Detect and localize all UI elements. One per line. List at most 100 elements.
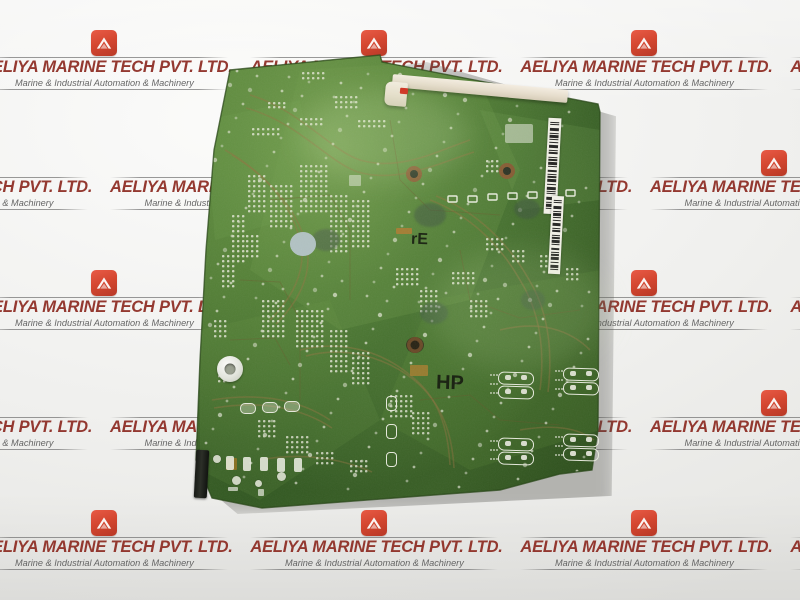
watermark-subtitle: Marine & Industrial Automation & Machine… [14, 558, 194, 568]
watermark-title: AELIYA MARINE TECH PVT. LTD. [650, 418, 800, 436]
mountain-chevron-logo-icon [631, 510, 658, 536]
silkscreen-component-outline [562, 367, 600, 382]
silkscreen-dot [490, 449, 492, 451]
watermark-rule-bottom [520, 569, 769, 570]
watermark-rule-bottom [0, 329, 229, 330]
silkscreen-dot [496, 392, 498, 394]
mountain-chevron-logo-icon [91, 270, 118, 296]
watermark-rule-bottom [0, 569, 229, 570]
watermark-subtitle: Marine & Industrial Automation & Machine… [684, 198, 800, 208]
watermark-rule-top [0, 297, 229, 298]
watermark-tile: AELIYA MARINE TECH PVT. LTD.Marine & Ind… [790, 30, 800, 90]
watermark-tile: AELIYA MARINE TECH PVT. LTD.Marine & Ind… [0, 390, 92, 450]
watermark-rule-bottom [250, 569, 499, 570]
silkscreen-component-outline [497, 385, 535, 400]
barcode-bar [547, 178, 557, 183]
barcode-bar [550, 256, 559, 260]
solder-pad [206, 172, 210, 176]
watermark-rule-bottom [0, 89, 229, 90]
silkscreen-component-outline [386, 452, 397, 467]
silkscreen-dot [561, 388, 563, 390]
watermark-title: AELIYA MARINE TECH PVT. LTD. [0, 538, 233, 556]
barcode-bar [549, 141, 559, 144]
silkscreen-dot [555, 445, 557, 447]
through-hole-pad [585, 436, 593, 443]
silkscreen-component-outline [497, 437, 535, 452]
silkscreen-dot [555, 436, 557, 438]
oval-pad [240, 403, 256, 414]
silkscreen-dot [561, 370, 563, 372]
barcode-bar [553, 210, 562, 213]
watermark-rule-bottom [650, 209, 800, 210]
through-hole-pad [520, 454, 528, 461]
silkscreen-dot [496, 440, 498, 442]
barcode-bar [550, 261, 559, 264]
barcode-bar [548, 145, 559, 149]
watermark-title: AELIYA MARINE TECH PVT. LTD. [520, 538, 773, 556]
through-hole-pad [277, 472, 286, 481]
connector-pin-pad [277, 457, 285, 472]
silkscreen-dot [493, 374, 495, 376]
watermark-rule-top [790, 297, 800, 298]
silkscreen-component-outline [497, 371, 535, 386]
silkscreen-dot [561, 454, 563, 456]
watermark-rule-bottom [650, 449, 800, 450]
through-hole-pad [585, 384, 593, 391]
watermark-title: AELIYA MARINE TECH PVT. LTD. [650, 178, 800, 196]
edge-connector [193, 449, 210, 499]
silkscreen-dot [493, 458, 495, 460]
watermark-rule-top [520, 537, 769, 538]
silkscreen-block [505, 124, 533, 143]
solder-pad [561, 77, 565, 81]
watermark-tile: AELIYA MARINE TECH PVT. LTD.Marine & Ind… [0, 270, 233, 330]
silkscreen-component-outline [527, 191, 538, 199]
mountain-chevron-logo-icon [91, 510, 118, 536]
silkscreen-component-outline [487, 193, 498, 201]
watermark-title: AELIYA MARINE TECH PVT. LTD. [0, 58, 233, 76]
silkscreen-dot [561, 379, 563, 381]
watermark-rule-top [0, 177, 88, 178]
barcode-bar [552, 229, 561, 233]
barcode-bar [547, 169, 557, 173]
watermark-subtitle: Marine & Industrial Automation & Machine… [14, 318, 194, 328]
watermark-tile: AELIYA MARINE TECH PVT. LTD.Marine & Ind… [0, 150, 92, 210]
silkscreen-component-outline [497, 451, 535, 466]
watermark-rule-top [790, 537, 800, 538]
watermark-title: AELIYA MARINE TECH PVT. LTD. [790, 538, 800, 557]
mountain-chevron-logo-icon [631, 30, 658, 56]
watermark-rule-bottom [520, 89, 769, 90]
watermark-subtitle: Marine & Industrial Automation & Machine… [0, 438, 54, 448]
watermark-rule-top [520, 57, 769, 58]
through-hole-pad [569, 370, 577, 377]
watermark-rule-top [650, 177, 800, 178]
barcode-bar [547, 165, 557, 168]
watermark-rule-top [0, 537, 229, 538]
watermark-tile: AELIYA MARINE TECH PVT. LTD.Marine & Ind… [790, 510, 800, 570]
silkscreen-dot [490, 383, 492, 385]
barcode-bar [552, 216, 561, 218]
watermark-tile: AELIYA MARINE TECH PVT. LTD.Marine & Ind… [250, 510, 503, 570]
silkscreen-dot [490, 440, 492, 442]
watermark-rule-bottom [790, 89, 800, 90]
barcode-bar [550, 264, 559, 268]
silkscreen-dot [493, 392, 495, 394]
through-hole-pad [520, 374, 528, 381]
mountain-chevron-logo-icon [761, 390, 787, 416]
silkscreen-dot [496, 383, 498, 385]
solder-pad [509, 71, 513, 75]
mounting-standoff [217, 356, 243, 382]
barcode-bar [552, 223, 561, 227]
silkscreen-component-outline [386, 424, 397, 439]
silkscreen-dot [496, 458, 498, 460]
silkscreen-dot [496, 374, 498, 376]
through-hole-pad [504, 388, 512, 395]
silkscreen-component-outline [467, 195, 478, 203]
silkscreen-dot [555, 379, 557, 381]
watermark-tile: AELIYA MARINE TECH PVT. LTD.Marine & Ind… [790, 270, 800, 330]
barcode-bar [551, 251, 560, 253]
through-hole-pad [520, 388, 528, 395]
watermark-rule-bottom [0, 209, 88, 210]
through-hole-pad [213, 455, 221, 463]
